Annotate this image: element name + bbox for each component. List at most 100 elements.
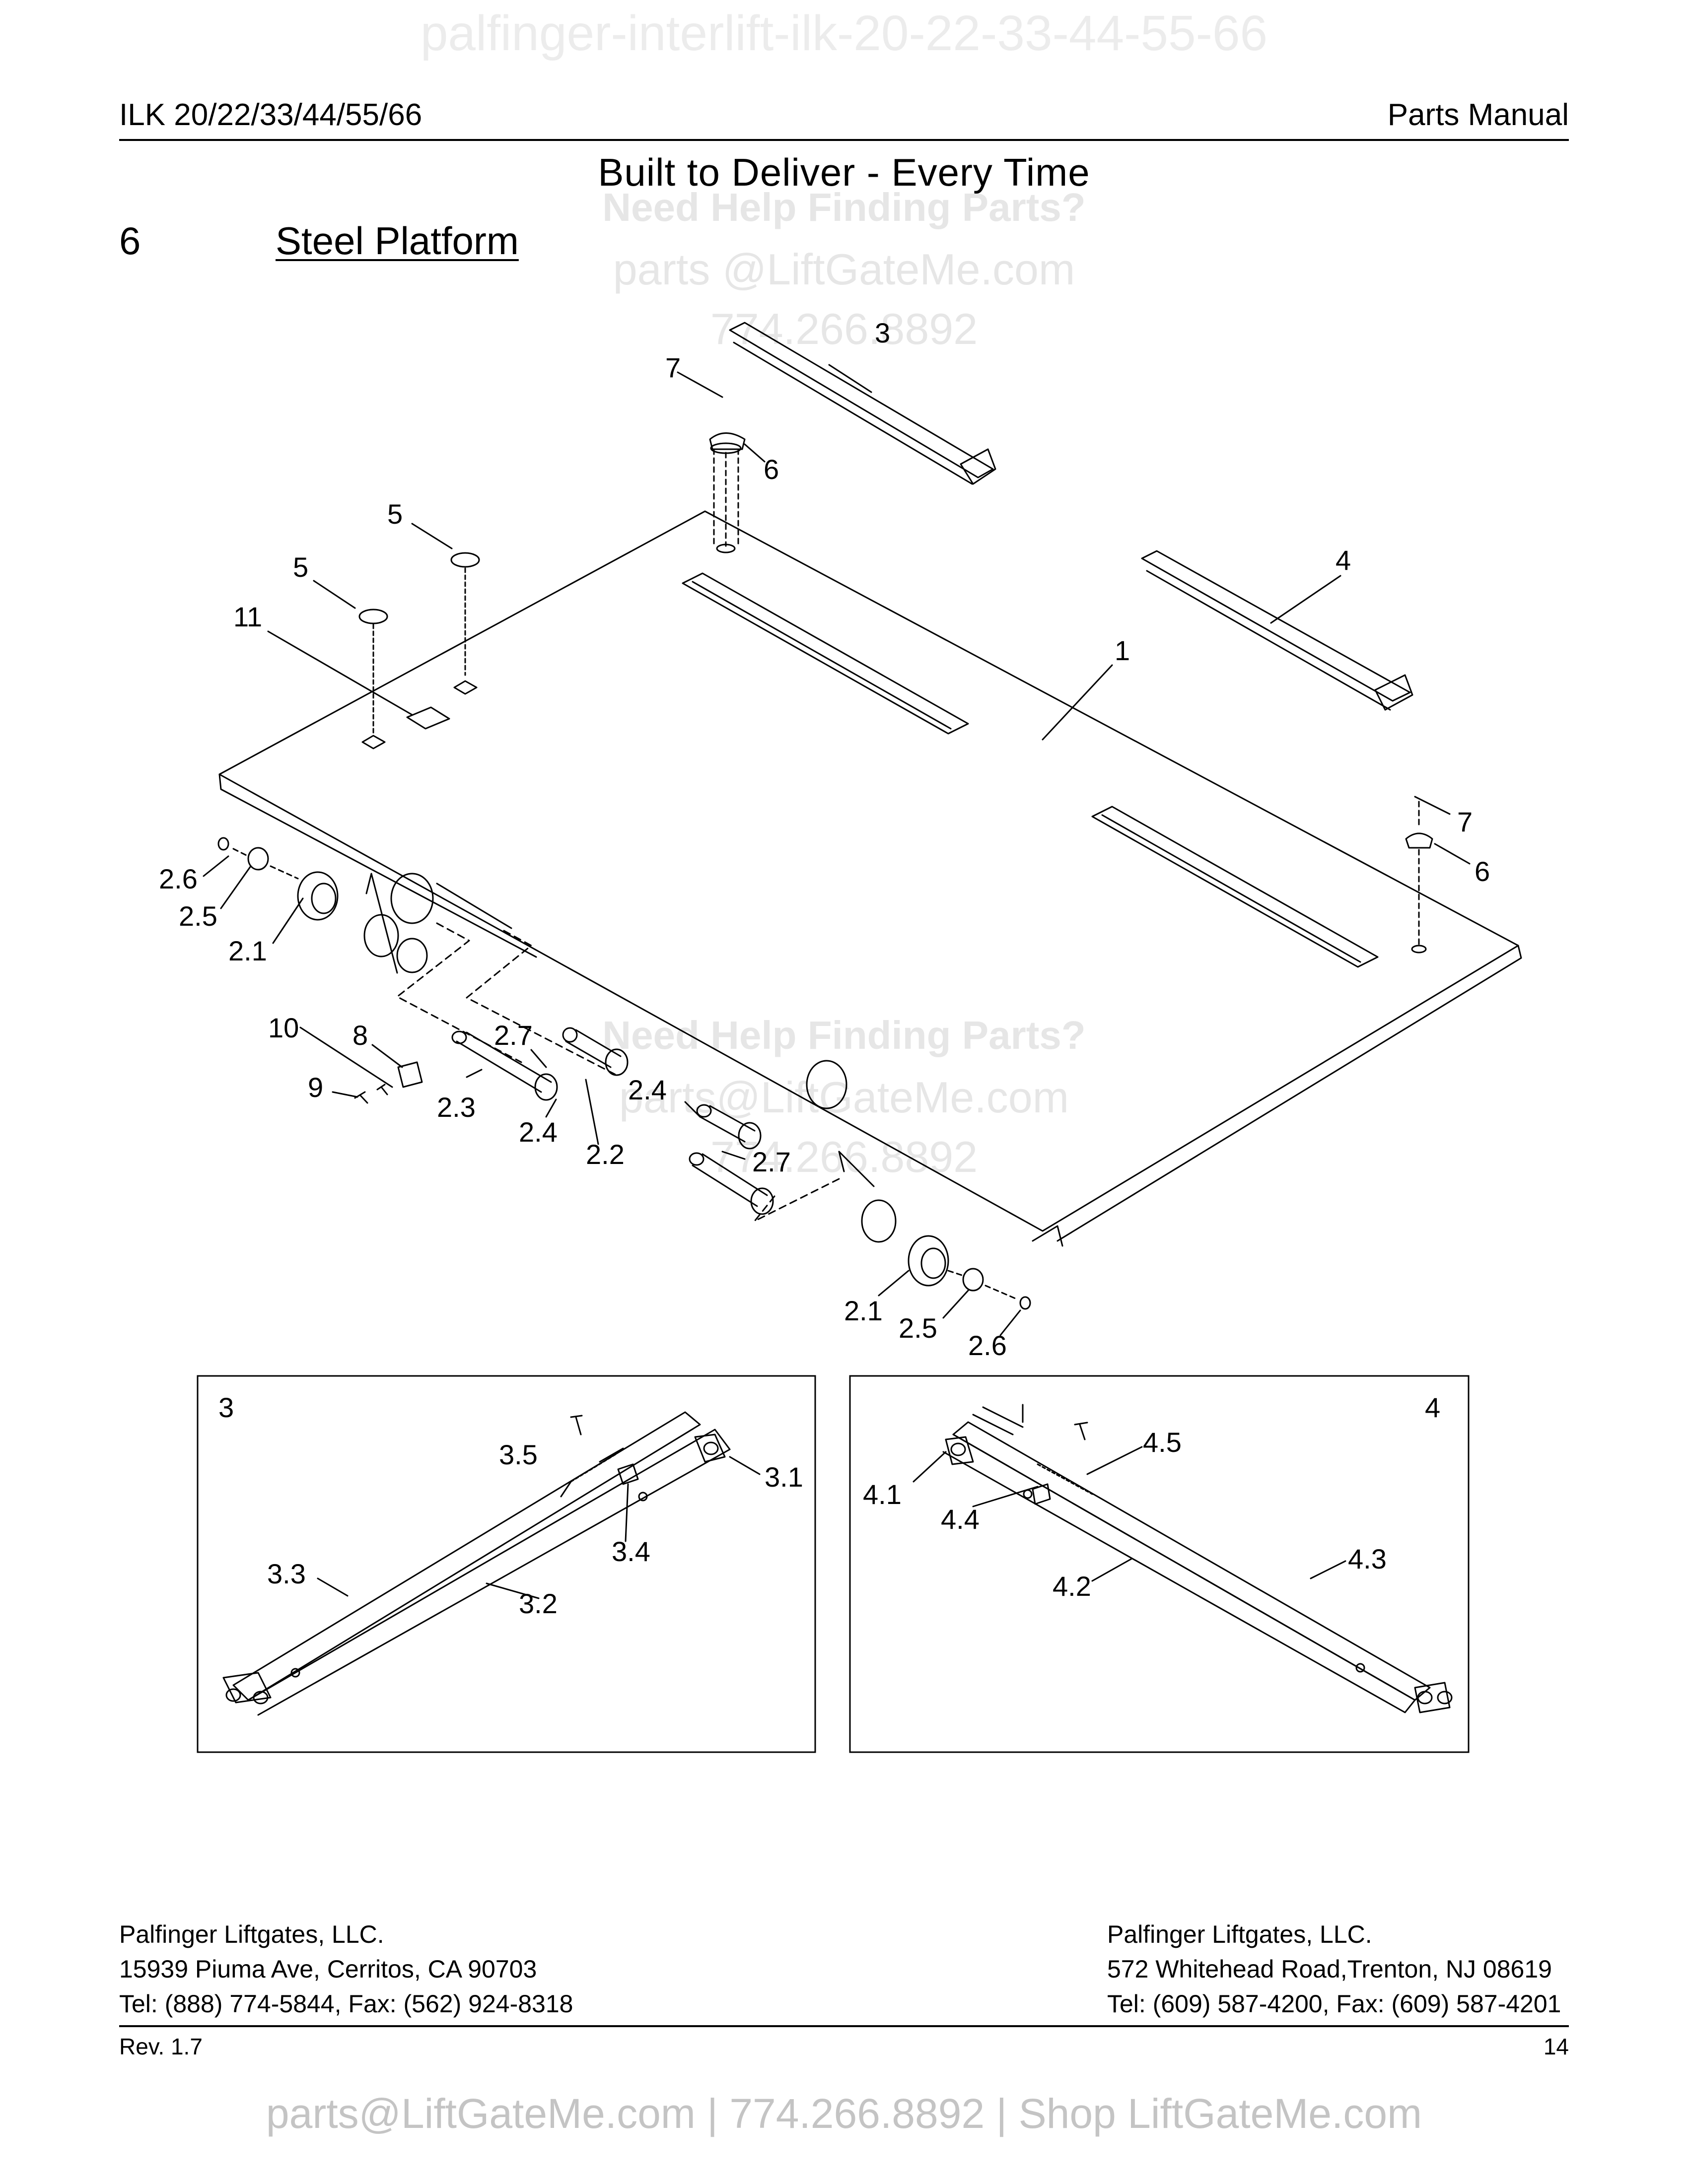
callout-4-5: 4.5 — [1143, 1427, 1182, 1458]
section-number: 6 — [119, 219, 141, 263]
revision: Rev. 1.7 — [119, 2034, 203, 2059]
label-part-11 — [406, 706, 450, 730]
page-number: 14 — [1543, 2034, 1569, 2059]
leader-6-right — [1434, 843, 1471, 865]
callout-4-2: 4.2 — [1053, 1570, 1091, 1602]
leader-3-5 — [560, 1481, 572, 1498]
footer-divider — [119, 2025, 1569, 2027]
callout-3-5: 3.5 — [499, 1439, 538, 1470]
callout-6-top: 6 — [764, 454, 779, 485]
watermark-help-upper: Need Help Finding Parts? — [602, 185, 1086, 229]
callout-2-2: 2.2 — [586, 1139, 625, 1170]
callout-4-3: 4.3 — [1348, 1543, 1387, 1574]
callout-3-4: 3.4 — [612, 1536, 650, 1567]
callout-9: 9 — [308, 1072, 323, 1103]
retainer-part-2-6-left — [217, 837, 229, 851]
leader-11 — [267, 630, 413, 716]
leader-4-2 — [1091, 1558, 1133, 1582]
bar-part-3 — [729, 322, 996, 485]
leader-10 — [299, 1026, 393, 1088]
callout-2-7-left: 2.7 — [494, 1020, 533, 1051]
footer-west-address: Palfinger Liftgates, LLC. 15939 Piuma Av… — [119, 1917, 573, 2021]
header-doc-type: Parts Manual — [1387, 98, 1569, 132]
leader-2-4-right — [684, 1101, 701, 1118]
callout-2-6-left: 2.6 — [159, 863, 198, 894]
callout-7-right: 7 — [1457, 806, 1473, 837]
detail-4-label: 4 — [1425, 1392, 1440, 1423]
leader-2-1-right — [878, 1270, 910, 1297]
leader-5-right — [411, 523, 453, 549]
detail-3-label: 3 — [218, 1392, 234, 1423]
callout-2-4-right: 2.4 — [628, 1074, 667, 1105]
callout-8: 8 — [352, 1020, 368, 1051]
retainer-part-2-6-right — [1019, 1296, 1031, 1310]
callout-3: 3 — [875, 317, 890, 348]
stop-block-right — [1405, 801, 1433, 954]
washer-part-2-5-left — [247, 847, 269, 871]
callout-2-6-right: 2.6 — [968, 1330, 1007, 1361]
footer-west-phone: Tel: (888) 774-5844, Fax: (562) 924-8318 — [119, 1990, 573, 2018]
callout-3-3: 3.3 — [267, 1558, 306, 1589]
callout-4-4: 4.4 — [941, 1503, 980, 1535]
callout-4-1: 4.1 — [863, 1479, 902, 1510]
footer-east-address: Palfinger Liftgates, LLC. 572 Whitehead … — [1107, 1917, 1561, 2021]
detail-box-3: 3 3.1 3.2 3.3 3.4 3.5 — [197, 1375, 816, 1753]
promo-footer-link[interactable]: parts@LiftGateMe.com | 774.266.8892 | Sh… — [266, 2090, 1422, 2137]
leader-2-6-right — [999, 1309, 1021, 1336]
callout-2-7-right: 2.7 — [752, 1146, 791, 1177]
washer-part-5-right — [450, 552, 480, 695]
leader-3-4 — [625, 1483, 629, 1542]
leader-1 — [1042, 664, 1113, 741]
callout-4: 4 — [1336, 545, 1351, 576]
leader-2-5-right — [942, 1290, 969, 1319]
platform-slot-upper — [682, 572, 969, 735]
footer-west-street: 15939 Piuma Ave, Cerritos, CA 90703 — [119, 1955, 537, 1983]
leader-2-4-left — [545, 1098, 557, 1118]
callout-5-left: 5 — [293, 551, 308, 583]
leader-4 — [1270, 575, 1341, 624]
callout-2-4-left: 2.4 — [519, 1116, 558, 1148]
leader-2-1-left — [272, 897, 304, 944]
callout-10: 10 — [268, 1012, 299, 1043]
leader-3 — [828, 364, 872, 393]
leader-7-right — [1414, 796, 1451, 815]
header-divider — [119, 139, 1569, 141]
leader-2-2 — [585, 1079, 599, 1145]
callout-3-1: 3.1 — [765, 1461, 803, 1493]
footer-east-street: 572 Whitehead Road,Trenton, NJ 08619 — [1107, 1955, 1552, 1983]
leader-2-3 — [466, 1069, 483, 1078]
leader-9 — [332, 1091, 358, 1098]
leader-2-7-left — [530, 1049, 547, 1068]
callout-2-5-right: 2.5 — [899, 1312, 937, 1344]
platform-slot-lower — [1091, 806, 1379, 968]
footer-east-company: Palfinger Liftgates, LLC. — [1107, 1920, 1372, 1948]
callout-11: 11 — [233, 601, 262, 632]
callout-2-1-right: 2.1 — [844, 1295, 883, 1326]
leader-7-top — [677, 371, 723, 398]
bracket-part-8 — [397, 1061, 423, 1088]
screw-part-10 — [376, 1084, 388, 1095]
leader-4-3 — [1310, 1560, 1346, 1579]
callout-3-2: 3.2 — [519, 1588, 558, 1619]
leader-2-5-left — [220, 865, 252, 909]
stop-block-upper — [709, 432, 746, 553]
footer-west-company: Palfinger Liftgates, LLC. — [119, 1920, 384, 1948]
leader-8 — [371, 1044, 403, 1068]
platform-plate — [218, 510, 1522, 1247]
watermark-email-upper: parts @LiftGateMe.com — [613, 245, 1075, 294]
callout-2-3: 2.3 — [437, 1092, 476, 1123]
pin-part-2-3 — [451, 1030, 558, 1101]
watermark-help-lower: Need Help Finding Parts? — [602, 1013, 1086, 1057]
watermark-source-url: palfinger-interlift-ilk-20-22-33-44-55-6… — [420, 5, 1268, 61]
callout-1: 1 — [1115, 635, 1130, 666]
callout-6-right: 6 — [1475, 856, 1490, 887]
leader-4-1 — [913, 1451, 947, 1483]
bar-part-4 — [1141, 550, 1413, 711]
washer-part-5-left — [358, 609, 388, 750]
leader-4-4 — [972, 1486, 1039, 1507]
washer-part-2-5-right — [962, 1268, 984, 1292]
tagline: Built to Deliver - Every Time — [598, 150, 1090, 194]
header-model: ILK 20/22/33/44/55/66 — [119, 98, 422, 132]
leader-2-7-right — [721, 1151, 746, 1160]
leader-5-left — [313, 580, 356, 609]
